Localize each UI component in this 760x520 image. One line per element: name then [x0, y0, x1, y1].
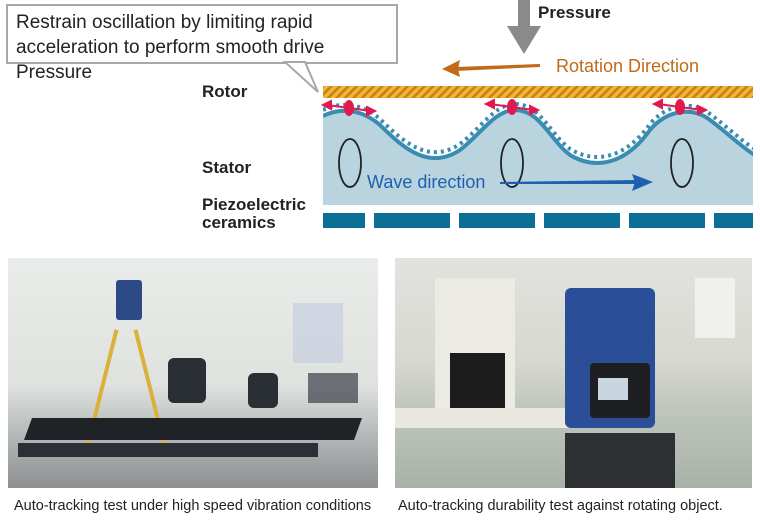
photo-vibration-test [8, 258, 378, 488]
rotor-bar [323, 86, 753, 98]
caption-rotating-object-test: Auto-tracking durability test against ro… [398, 498, 723, 514]
pressure-arrow [507, 0, 541, 54]
wave-direction-label: Wave direction [367, 172, 486, 192]
ceramics-segments [323, 213, 753, 228]
callout-box: Restrain oscillation by limiting rapid a… [6, 4, 398, 83]
piezo-label-line2: ceramics [202, 213, 276, 232]
callout-pointer [282, 61, 319, 93]
stator-label: Stator [202, 158, 252, 177]
caption-vibration-test: Auto-tracking test under high speed vibr… [14, 498, 372, 514]
callout-text: Restrain oscillation by limiting rapid a… [16, 12, 325, 83]
photo-rotating-object-test [395, 258, 752, 488]
pressure-label: Pressure [538, 3, 611, 22]
stator-wave-edge [323, 101, 753, 159]
wave-direction-arrow [500, 174, 653, 191]
piezo-label-line1: Piezoelectric [202, 195, 306, 214]
rotation-arrow [442, 60, 540, 77]
elliptical-motion-icons [338, 138, 694, 188]
rotor-label: Rotor [202, 82, 248, 101]
rotation-direction-label: Rotation Direction [556, 56, 700, 76]
contact-points [320, 98, 709, 117]
ultrasonic-motor-diagram [282, 0, 753, 228]
